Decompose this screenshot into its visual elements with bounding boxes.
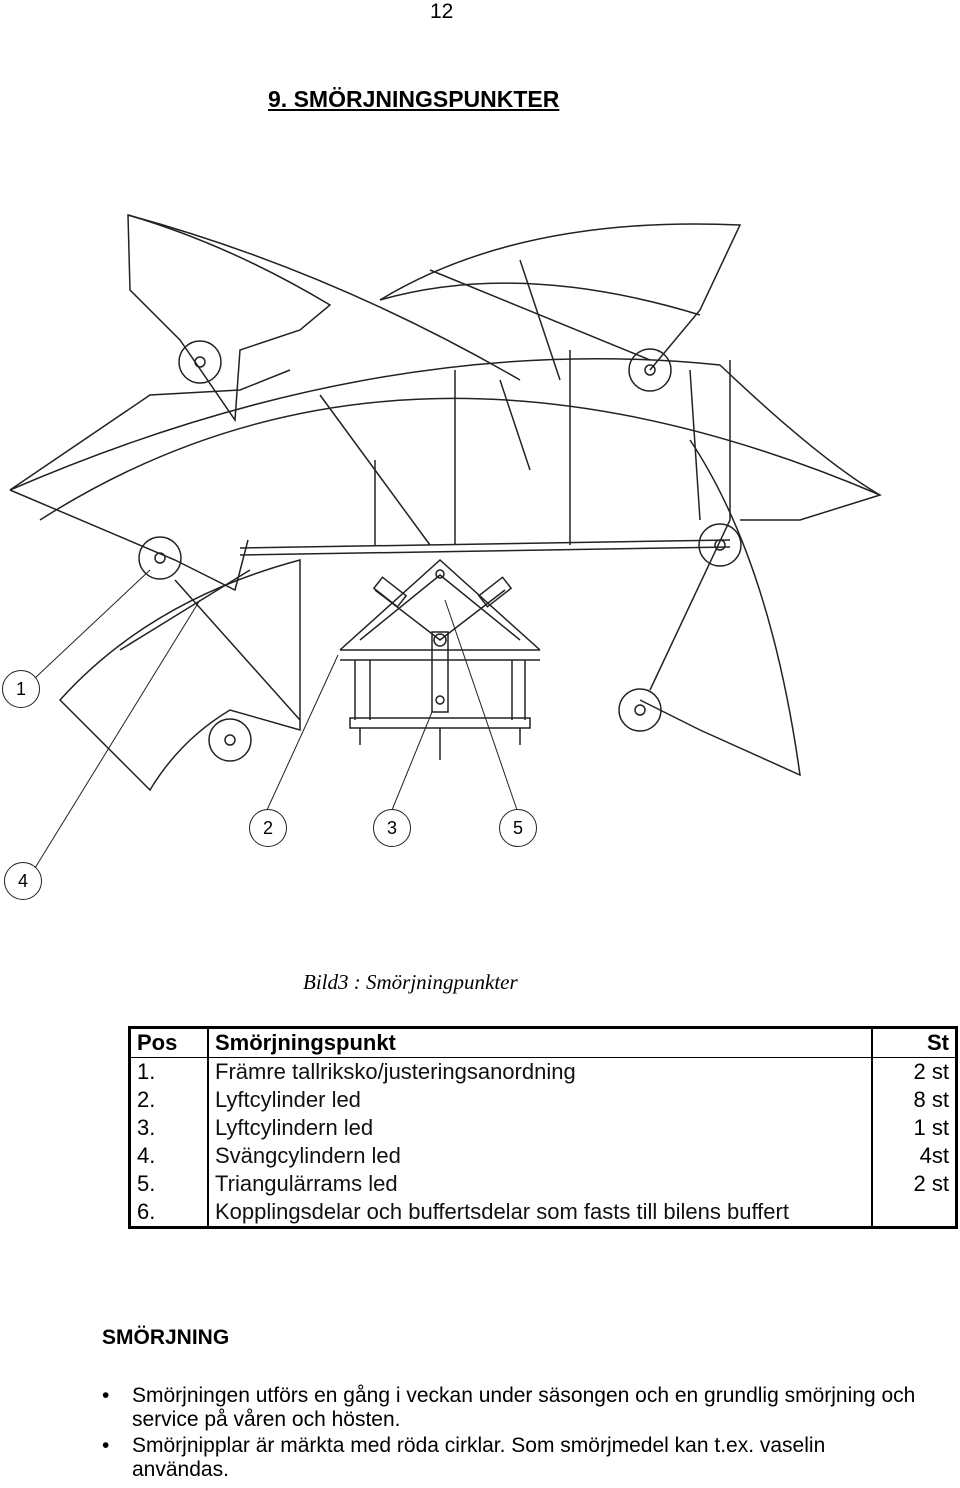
figure-caption: Bild3 : Smörjningpunkter [303, 970, 518, 994]
row-point: Lyftcylinder led [215, 1087, 361, 1112]
row-pos: 1. [129, 1057, 209, 1086]
callout-3: 3 [373, 809, 411, 847]
row-qty: 4st [871, 1142, 957, 1170]
table-header-row: Pos Smörjningspunkt St [129, 1027, 957, 1058]
callout-leaders [34, 569, 518, 869]
main-beam [239, 539, 731, 556]
page-number: 12 [430, 0, 454, 23]
triangular-frame [339, 558, 541, 760]
list-item: • Smörjnipplar är märkta med röda cirkla… [102, 1434, 922, 1482]
callout-4-label: 4 [17, 871, 28, 891]
bullet-icon: • [102, 1434, 110, 1457]
callout-2: 2 [249, 809, 287, 847]
row-point: Kopplingsdelar och buffertsdelar som fas… [215, 1199, 789, 1224]
row-pos: 4. [129, 1142, 209, 1170]
row-point: Främre tallriksko/justeringsanordning [215, 1059, 576, 1084]
blade-lower-left [58, 559, 301, 792]
table-row: 6. Kopplingsdelar och buffertsdelar som … [129, 1198, 957, 1228]
section-title: 9. SMÖRJNINGSPUNKTER [268, 86, 560, 112]
lubrication-table: Pos Smörjningspunkt St 1. Främre tallrik… [128, 1026, 958, 1229]
callout-4: 4 [4, 862, 42, 900]
lubrication-heading: SMÖRJNING [102, 1326, 230, 1349]
row-qty: 2 st [871, 1170, 957, 1198]
table-row: 2. Lyftcylinder led 8 st [129, 1086, 957, 1114]
row-point: Lyftcylindern led [215, 1115, 374, 1140]
callout-1-label: 1 [15, 679, 26, 699]
row-pos: 2. [129, 1086, 209, 1114]
table-row: 1. Främre tallriksko/justeringsanordning… [129, 1057, 957, 1086]
lubrication-nipples [138, 340, 742, 762]
callout-3-label: 3 [386, 818, 397, 838]
row-pos: 3. [129, 1114, 209, 1142]
lubrication-notes: • Smörjningen utförs en gång i veckan un… [102, 1384, 922, 1484]
callout-5: 5 [499, 809, 537, 847]
header-point: Smörjningspunkt [208, 1027, 872, 1058]
lubrication-points-drawing [9, 213, 882, 869]
row-qty: 8 st [871, 1086, 957, 1114]
row-pos: 6. [129, 1198, 209, 1228]
header-qty: St [871, 1027, 957, 1058]
header-pos: Pos [129, 1027, 209, 1058]
row-point: Triangulärrams led [215, 1171, 398, 1196]
list-item-text: Smörjningen utförs en gång i veckan unde… [132, 1384, 916, 1431]
row-qty: 1 st [871, 1114, 957, 1142]
blade-left-large [9, 350, 881, 592]
bullet-icon: • [102, 1384, 110, 1407]
list-item: • Smörjningen utförs en gång i veckan un… [102, 1384, 922, 1432]
row-pos: 5. [129, 1170, 209, 1198]
table-row: 5. Triangulärrams led 2 st [129, 1170, 957, 1198]
callout-2-label: 2 [262, 818, 273, 838]
row-point: Svängcylindern led [215, 1143, 401, 1168]
blade-right [639, 360, 882, 777]
blade-upper-left [127, 213, 521, 423]
callout-5-label: 5 [512, 818, 523, 838]
row-qty [871, 1198, 957, 1228]
table-row: 3. Lyftcylindern led 1 st [129, 1114, 957, 1142]
list-item-text: Smörjnipplar är märkta med röda cirklar.… [132, 1434, 826, 1481]
callout-1: 1 [2, 670, 40, 708]
table-row: 4. Svängcylindern led 4st [129, 1142, 957, 1170]
row-qty: 2 st [871, 1057, 957, 1086]
blade-top-center [379, 223, 742, 381]
